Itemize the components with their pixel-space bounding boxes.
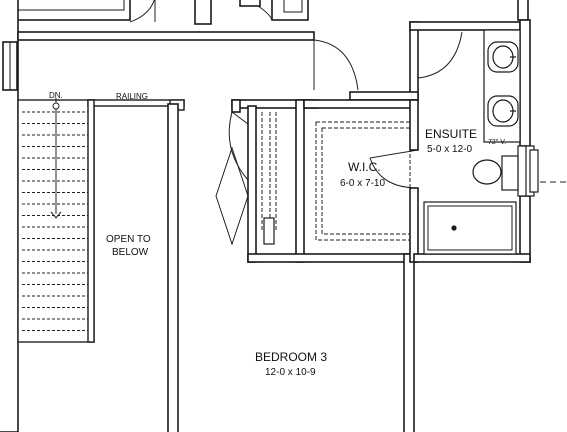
shower-drain-icon: [451, 225, 457, 231]
closet-walls: [231, 99, 417, 432]
closet-post: [263, 217, 275, 245]
stair-direction-marker: [52, 102, 60, 110]
hall-door-swing: [313, 30, 463, 91]
bedroom-room-size: 12-0 x 10-9: [265, 367, 316, 378]
vanity-label: 72" V.: [488, 139, 506, 146]
toilet-icon: [472, 155, 519, 191]
top-right-wall: [517, 0, 529, 21]
door-swings-top: [129, 0, 273, 23]
top-wall-segment: [271, 0, 309, 21]
wic-shelving: [315, 121, 411, 241]
bedroom-left-wall: [167, 103, 179, 432]
railing-label: RAILING: [116, 92, 148, 101]
hall-walls: [17, 21, 521, 101]
top-wall-segment: [239, 0, 261, 7]
staircase: [17, 98, 95, 343]
bifold-doors: [215, 111, 249, 246]
bedroom-room-name: BEDROOM 3: [255, 350, 327, 364]
shower: [423, 201, 517, 255]
left-exterior-wall: [0, 0, 19, 432]
open-to-below-line2: BELOW: [112, 247, 149, 258]
closet-shelving: [261, 112, 277, 232]
stair-direction-label: DN.: [49, 91, 63, 100]
wic-room-size: 6-0 x 7-10: [340, 178, 385, 189]
open-to-below-line1: OPEN TO: [106, 234, 151, 245]
top-walls: [0, 0, 529, 25]
wic-door: [369, 149, 419, 189]
sink-icon: [487, 95, 519, 127]
sink-icon: [487, 41, 519, 73]
top-wall-segment: [194, 0, 212, 25]
ensuite-room-size: 5-0 x 12-0: [427, 144, 472, 155]
ensuite-room-name: ENSUITE: [425, 127, 477, 141]
wic-room-name: W.I.C.: [348, 160, 381, 174]
ensuite-window: [517, 145, 539, 197]
